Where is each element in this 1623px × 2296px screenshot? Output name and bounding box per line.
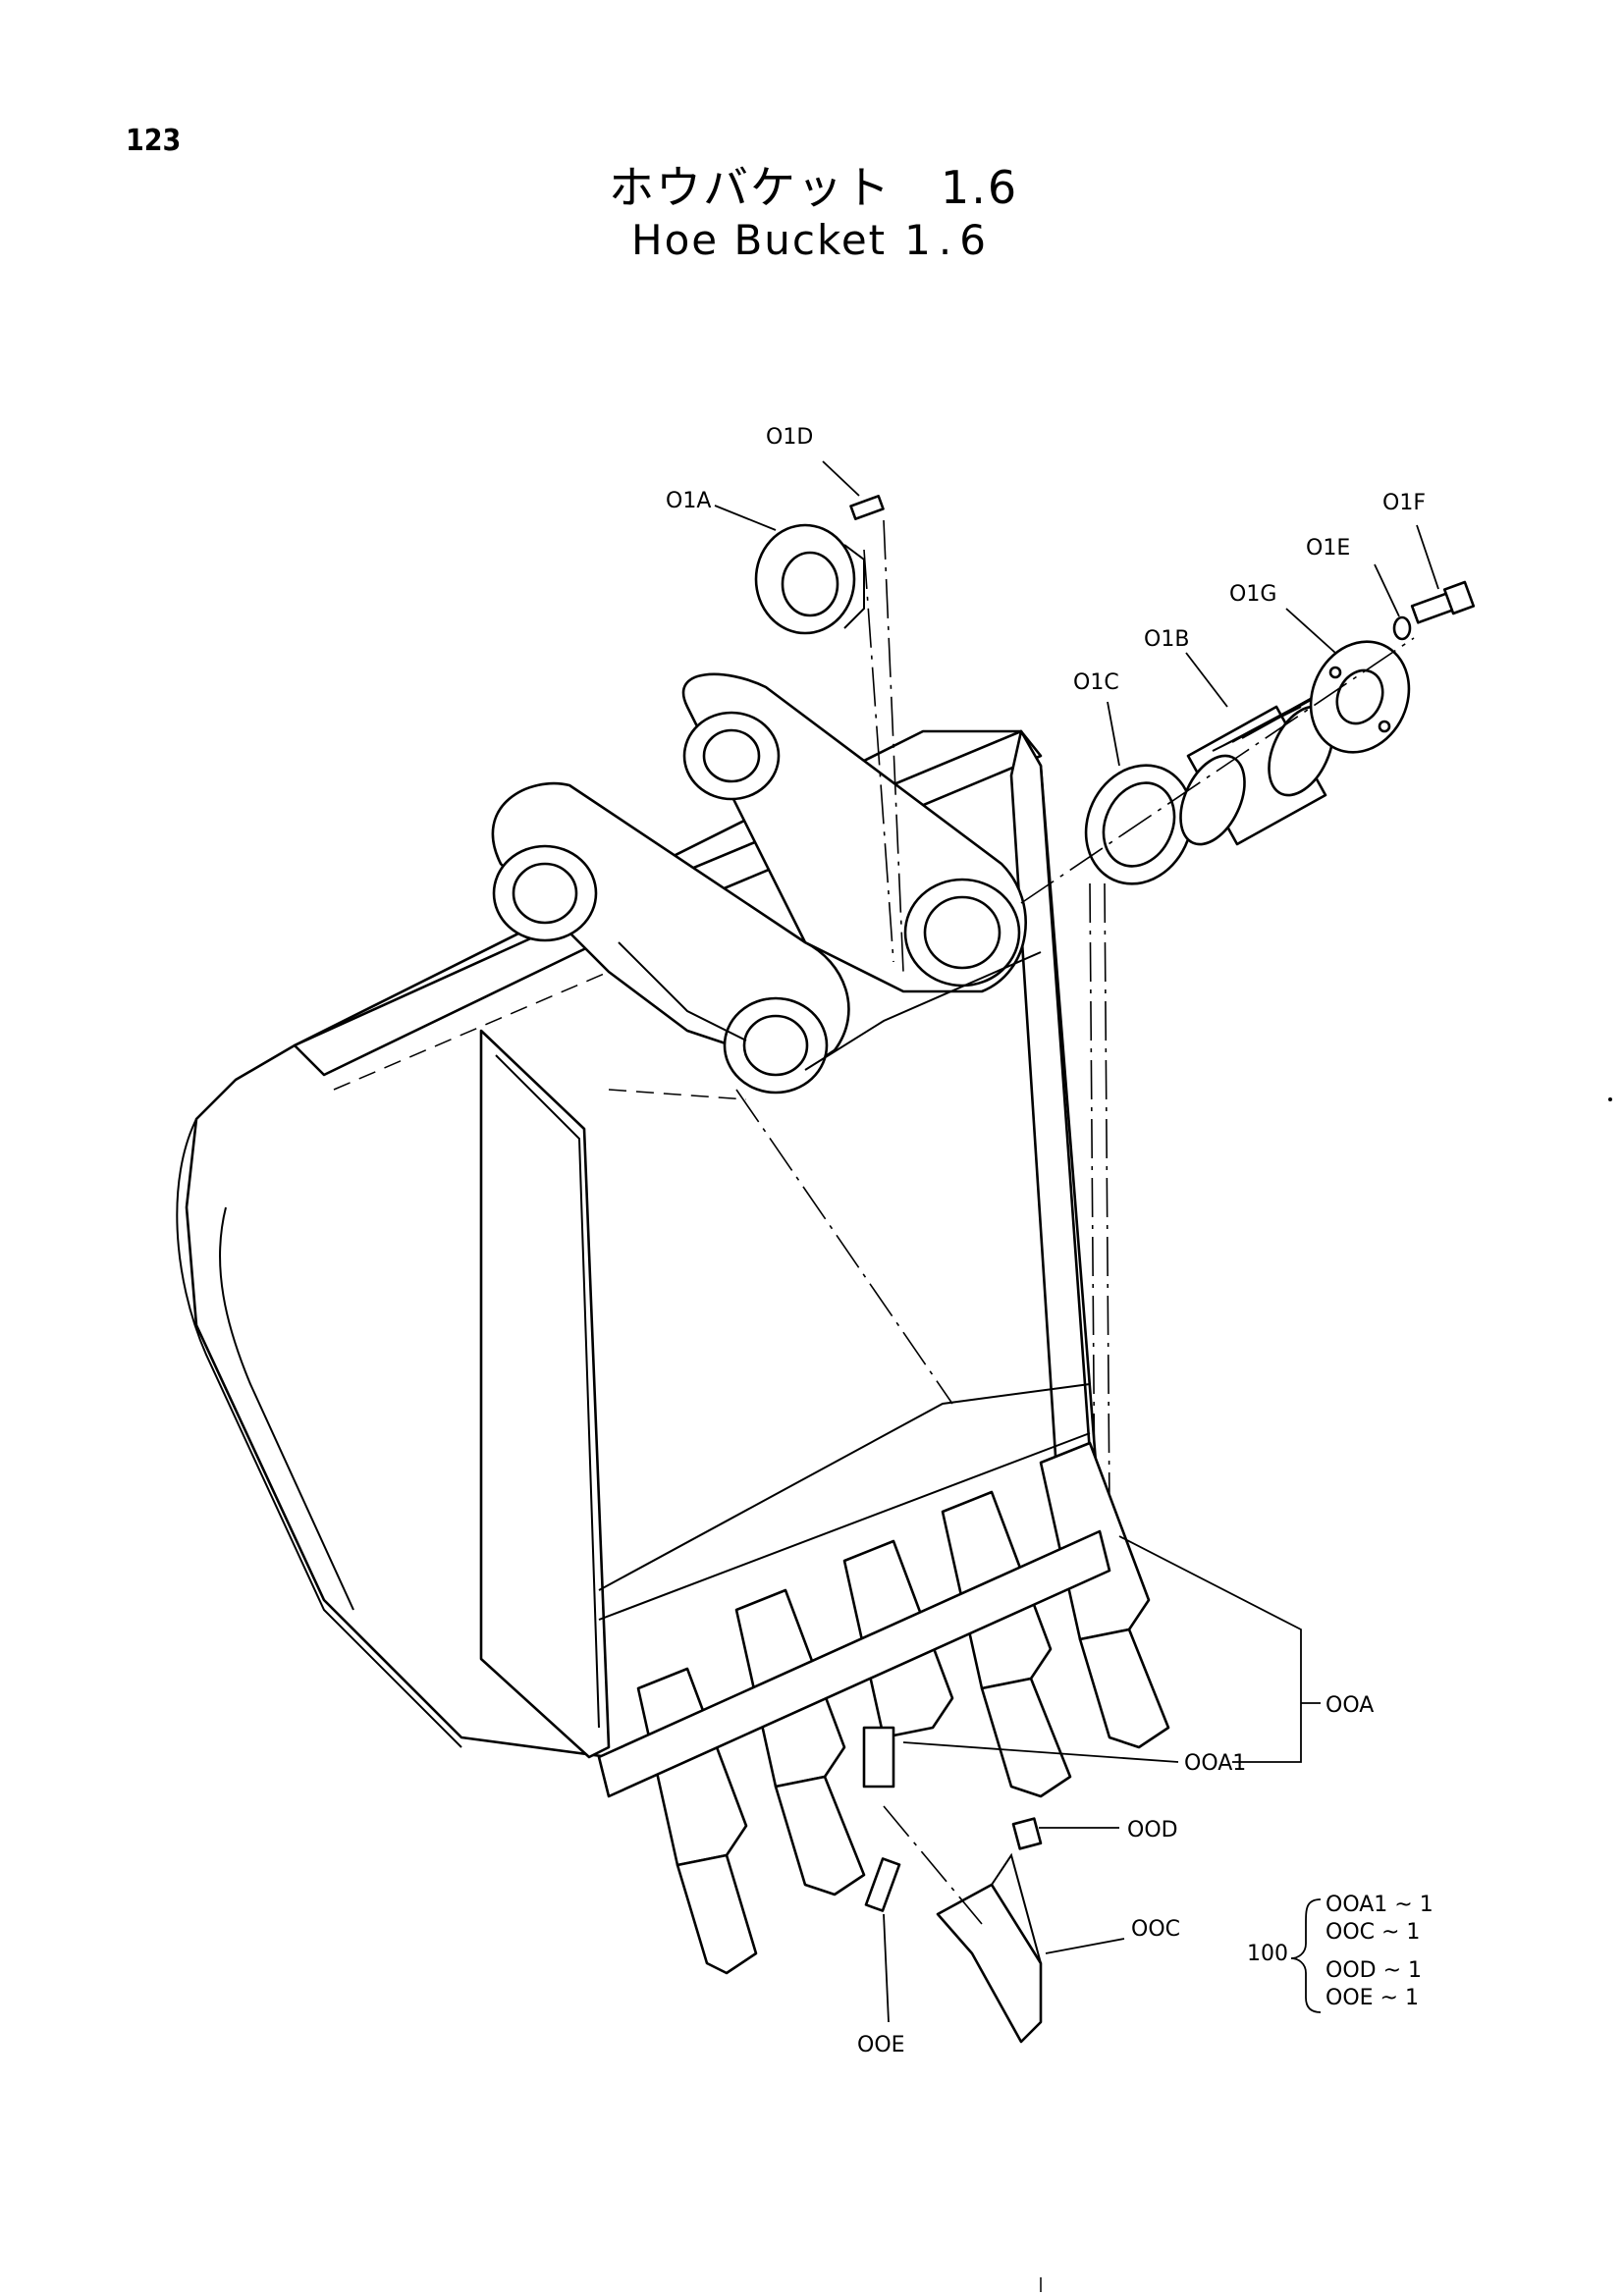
upper-middle-pin-boss bbox=[682, 711, 781, 801]
page-title-english: Hoe Bucket 1.6 bbox=[631, 216, 994, 264]
label-01A: O1A bbox=[666, 489, 711, 513]
title-japanese-text: ホウバケット bbox=[609, 161, 892, 214]
title-japanese-size: 1.6 bbox=[941, 161, 1019, 214]
part-00D-pin bbox=[1011, 1817, 1043, 1850]
kit-brace bbox=[1290, 1898, 1322, 2013]
label-00C: OOC bbox=[1131, 1917, 1180, 1942]
mounting-brackets bbox=[491, 672, 1042, 1095]
scan-artifacts bbox=[1040, 1097, 1612, 2292]
part-01A-bushing-cap bbox=[754, 523, 865, 635]
part-00E-lock-pin bbox=[864, 1857, 901, 1912]
part-01G-retainer-plate bbox=[1309, 640, 1411, 754]
label-00D: OOD bbox=[1127, 1818, 1178, 1842]
kit-item-4: OOE ~ 1 bbox=[1325, 1986, 1419, 2010]
label-00A1: OOA1 bbox=[1184, 1751, 1246, 1776]
lower-pin-boss bbox=[723, 996, 829, 1095]
upper-left-pin-boss bbox=[492, 844, 598, 942]
kit-number: 100 bbox=[1247, 1942, 1288, 1966]
label-01C: O1C bbox=[1073, 670, 1119, 695]
leader-lines bbox=[714, 460, 1439, 2023]
front-pin-boss bbox=[903, 878, 1021, 988]
label-01B: O1B bbox=[1144, 627, 1189, 652]
label-00A: OOA bbox=[1325, 1693, 1374, 1718]
teeth-row bbox=[597, 1441, 1170, 1975]
label-01F: O1F bbox=[1382, 491, 1426, 515]
tooth-adapter-1 bbox=[636, 1667, 758, 1975]
tooth-adapter-5 bbox=[1039, 1441, 1170, 1749]
title-english-size: 1.6 bbox=[904, 216, 994, 264]
part-00C-tooth-point bbox=[936, 1852, 1043, 2044]
page-title-japanese: ホウバケット 1.6 bbox=[609, 152, 1018, 217]
kit-item-1: OOA1 ~ 1 bbox=[1325, 1893, 1434, 1917]
label-00E: OOE bbox=[857, 2033, 905, 2057]
title-english-text: Hoe Bucket bbox=[631, 216, 888, 264]
part-01F-bolt bbox=[1410, 580, 1476, 624]
kit-note: 100 OOA1 ~ 1 OOC ~ 1 OOD ~ 1 OOE ~ 1 bbox=[1247, 1893, 1434, 2013]
label-01G: O1G bbox=[1229, 582, 1276, 607]
part-01D-small-pin bbox=[849, 494, 885, 521]
kit-item-2: OOC ~ 1 bbox=[1325, 1920, 1420, 1945]
part-01E-washer bbox=[1392, 615, 1412, 641]
kit-item-3: OOD ~ 1 bbox=[1325, 1958, 1422, 1983]
label-01D: O1D bbox=[766, 425, 813, 450]
page-number: 123 bbox=[126, 124, 182, 158]
label-01E: O1E bbox=[1306, 536, 1350, 561]
part-01C-shim-plate bbox=[1084, 764, 1194, 885]
